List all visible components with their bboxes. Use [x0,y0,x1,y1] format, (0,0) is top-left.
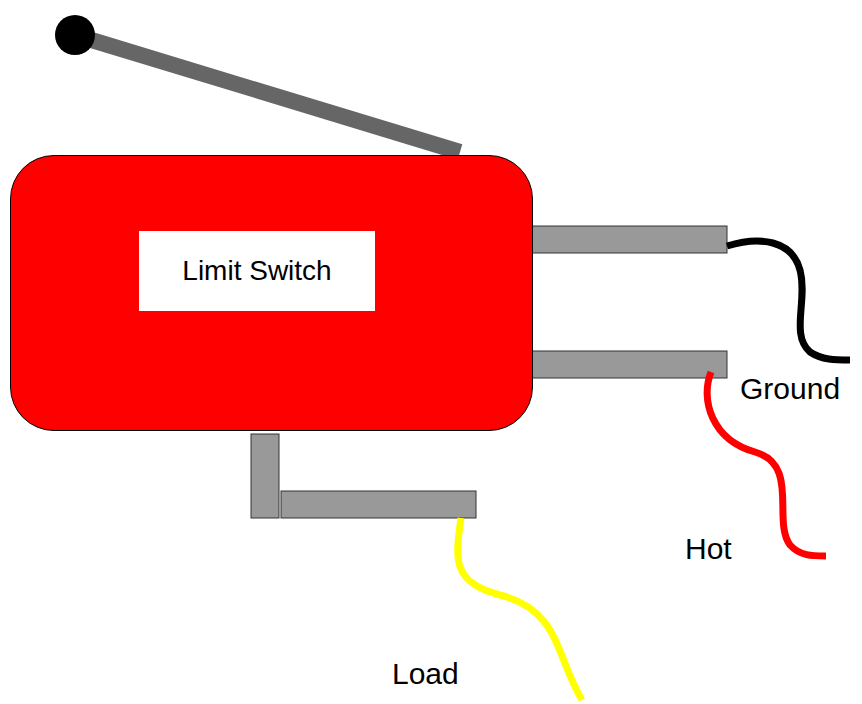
switch-body: Limit Switch [10,155,533,431]
lever-roller [55,15,95,55]
wire-label: Hot [685,532,732,566]
actuator-lever [75,35,460,152]
wire-label: Load [392,657,459,691]
ground-wire [727,241,850,360]
wire-label: Ground [740,372,840,406]
load-terminal [251,434,279,518]
load-wire [458,518,582,700]
switch-label: Limit Switch [139,231,375,311]
hot-terminal [531,351,727,378]
load-terminal [281,491,476,518]
ground-terminal [531,226,727,253]
